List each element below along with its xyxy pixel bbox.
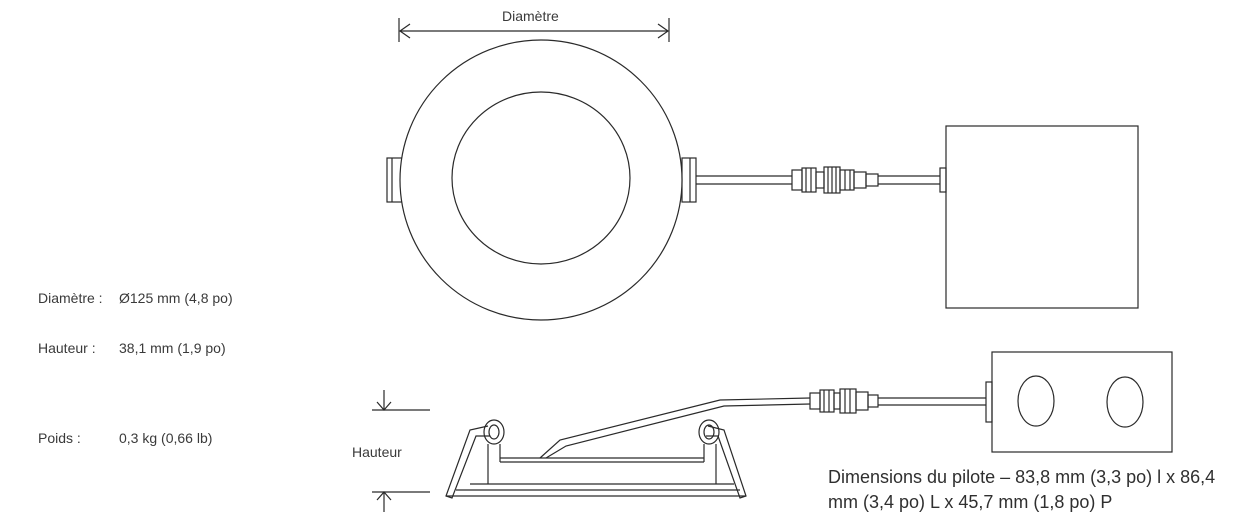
spec-value-weight: 0,3 kg (0,66 lb) <box>119 430 213 446</box>
height-dimension <box>372 390 430 512</box>
cable-side <box>539 397 986 459</box>
spec-value-height: 38,1 mm (1,9 po) <box>119 340 226 356</box>
spec-label-diameter: Diamètre : <box>38 290 103 306</box>
driver-box-side <box>985 351 1173 453</box>
connector-side <box>809 388 879 414</box>
cable-top <box>696 175 940 185</box>
diameter-label: Diamètre <box>498 8 563 24</box>
fixture-top-view <box>386 39 697 321</box>
spec-value-diameter: Ø125 mm (4,8 po) <box>119 290 233 306</box>
spec-label-weight: Poids : <box>38 430 81 446</box>
driver-dimensions-note: Dimensions du pilote – 83,8 mm (3,3 po) … <box>828 467 1216 512</box>
height-label: Hauteur <box>352 444 402 460</box>
diameter-dimension <box>398 18 670 42</box>
connector-top <box>791 166 879 194</box>
spec-label-height: Hauteur : <box>38 340 96 356</box>
fixture-side-view <box>445 419 747 499</box>
driver-box-top <box>939 125 1139 309</box>
